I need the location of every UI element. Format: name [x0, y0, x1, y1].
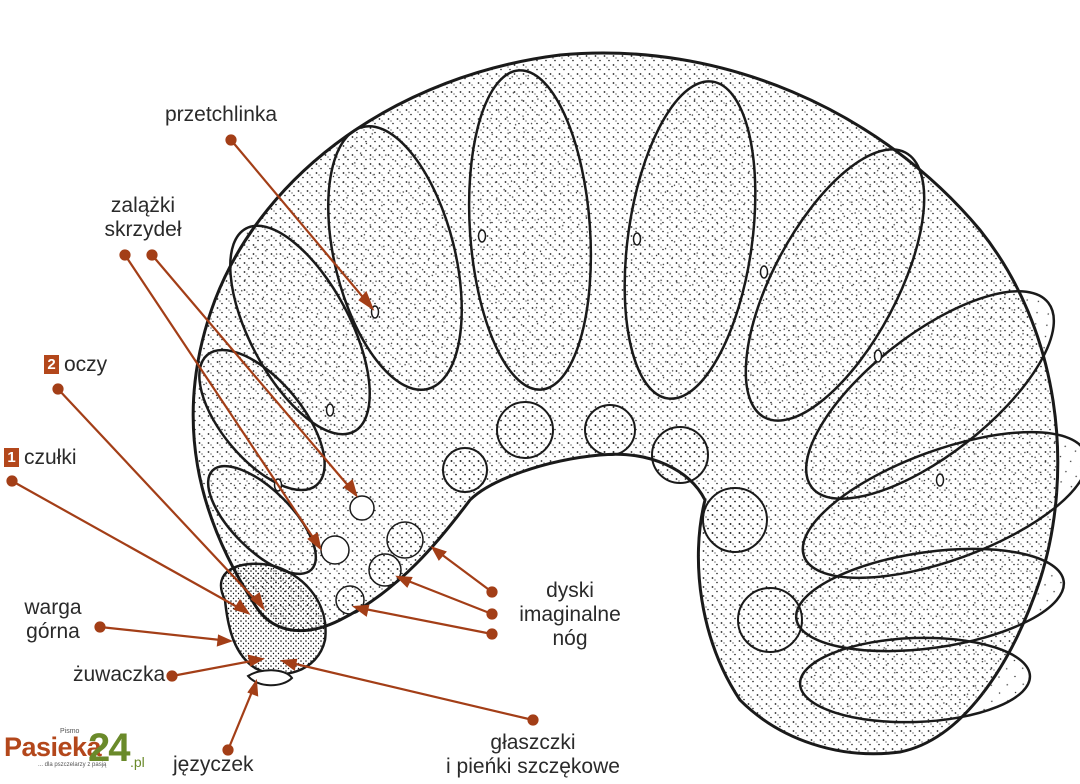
label-czulki: 1 czułki [4, 446, 77, 470]
label-warga-line1: warga [24, 596, 82, 619]
label-glaszczki-line1: głaszczki [490, 731, 576, 754]
label-dyski-line3: nóg [552, 627, 588, 650]
ventral-bulges [442, 401, 803, 653]
leader-zalazki-1 [124, 254, 321, 549]
imaginal-disc [349, 495, 375, 521]
label-przetchlinka: przetchlinka [165, 103, 278, 126]
imaginal-disc [386, 521, 424, 559]
leader-zalazki-2 [151, 254, 357, 496]
segment-lobe [229, 224, 371, 436]
label-zuwaczka: żuwaczka [73, 663, 166, 686]
segment-lobe [744, 148, 926, 422]
label-glaszczki: głaszczki i pieńki szczękowe [428, 731, 638, 779]
label-dyski-imaginalne-nog: dyski imaginalne nóg [505, 579, 635, 651]
segment-lobe [467, 69, 593, 391]
segment-lobe [623, 80, 757, 400]
logo-tagline: ... dla pszczelarzy z pasją [38, 762, 107, 768]
leader-dyski-2 [397, 575, 493, 616]
label-oczy-text: oczy [64, 353, 108, 376]
segment-lobe [206, 464, 318, 576]
badge-2: 2 [44, 355, 59, 374]
leader-czulki [11, 480, 249, 614]
label-zalazki-line1: zalążki [110, 194, 176, 217]
imaginal-disc [320, 535, 350, 565]
label-warga-line2: górna [26, 620, 80, 643]
leader-glaszczki [282, 659, 534, 722]
label-czulki-text: czułki [24, 446, 77, 469]
leader-dyski-3 [354, 605, 493, 636]
label-dyski-line1: dyski [546, 579, 594, 602]
label-glaszczki-line2: i pieńki szczękowe [446, 755, 620, 778]
label-zalazki-line2: skrzydeł [104, 218, 182, 241]
logo-domain: .pl [130, 754, 145, 770]
label-oczy: 2 oczy [44, 353, 107, 377]
leader-przetchlinka [230, 139, 373, 309]
label-zalazki-skrzydel: zalążki skrzydeł [98, 194, 188, 242]
leader-warga [99, 625, 231, 643]
segment-lobe [798, 636, 1032, 724]
leader-oczy [57, 388, 264, 609]
logo-number: 24 [88, 726, 130, 770]
leader-zuwaczka [171, 657, 263, 678]
segment-lobe [198, 348, 326, 492]
body-segments [198, 69, 1080, 724]
label-dyski-line2: imaginalne [519, 603, 621, 626]
imaginal-disc [368, 553, 402, 587]
logo-pismo: Pismo [60, 728, 80, 735]
badge-1: 1 [4, 448, 19, 467]
label-warga-gorna: warga górna [16, 596, 90, 644]
segment-lobe [326, 124, 464, 392]
label-jezyczek: języczek [173, 753, 254, 776]
logo-name: Pasieka [4, 732, 102, 762]
leader-lines [6, 134, 539, 756]
